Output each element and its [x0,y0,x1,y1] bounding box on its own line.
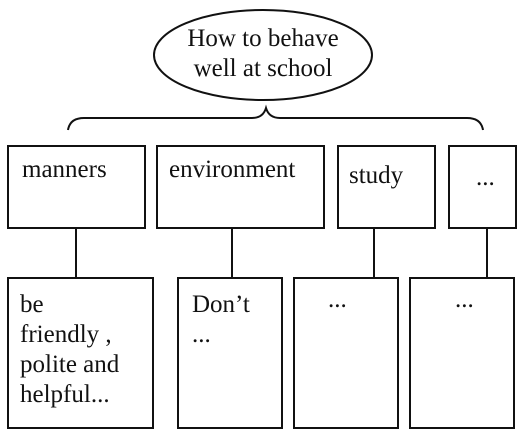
category-label-study: study [349,162,404,189]
detail-text-study: ... [328,286,347,313]
category-box-study [337,145,436,229]
detail-text-environment: Don’t ... [192,291,250,348]
category-box-more [448,145,517,229]
title-ellipse [153,9,373,101]
category-label-manners: manners [22,156,107,183]
detail-box-more [409,277,515,429]
detail-text-manners: be friendly , polite and helpful... [20,291,120,408]
category-label-more: ... [476,164,495,191]
grouping-brace [67,104,484,131]
category-box-environment [156,145,325,229]
detail-box-manners [7,277,154,429]
detail-text-more: ... [455,286,474,313]
detail-box-study [293,277,399,429]
diagram-title: How to behave well at school [187,25,339,82]
category-label-environment: environment [169,156,296,183]
detail-box-environment [177,277,283,429]
